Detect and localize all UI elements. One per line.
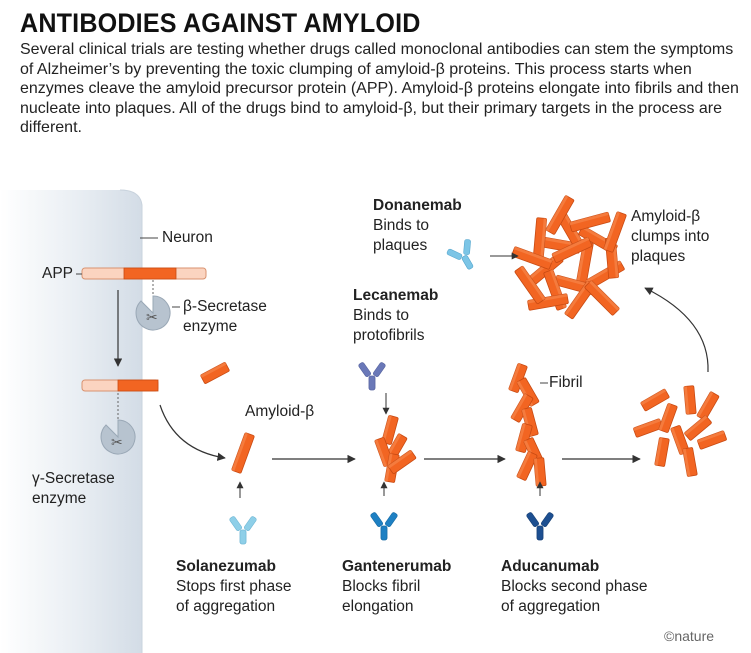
solanezumab-antibody-icon xyxy=(228,515,258,545)
beta-secretase-enzyme: ✂ xyxy=(135,280,171,331)
intro-paragraph: Several clinical trials are testing whet… xyxy=(20,41,739,137)
page-title: ANTIBODIES AGAINST AMYLOID xyxy=(20,8,421,38)
donanemab-label: Donanemab Binds to plaques xyxy=(373,197,462,254)
neuron-membrane xyxy=(0,189,143,653)
solanezumab-label: Solanezumab Stops first phase of aggrega… xyxy=(176,558,292,615)
gamma-secretase-label: γ-Secretase enzyme xyxy=(32,470,115,507)
fibril-aggregate xyxy=(632,385,728,478)
cleaved-app xyxy=(81,379,159,392)
svg-text:✂: ✂ xyxy=(111,435,123,451)
fibril xyxy=(508,362,547,487)
app-protein xyxy=(81,267,207,280)
clumps-label: Amyloid-β clumps into plaques xyxy=(631,208,710,265)
neuron-label: Neuron xyxy=(162,229,213,246)
app-label: APP xyxy=(42,265,74,282)
arrow-to-plaque xyxy=(644,287,709,373)
released-fragment xyxy=(199,361,231,385)
gantenerumab-label: Gantenerumab Blocks fibril elongation xyxy=(342,558,452,615)
beta-secretase-label: β-Secretase enzyme xyxy=(183,298,267,335)
lecanemab-label: Lecanemab Binds to protofibrils xyxy=(353,287,439,344)
amyloid-plaque xyxy=(510,194,628,320)
aducanumab-antibody-icon xyxy=(525,511,555,541)
protofibril xyxy=(374,414,417,484)
svg-text:✂: ✂ xyxy=(146,310,158,326)
release-arrow xyxy=(159,404,226,461)
amyloid-beta-label: Amyloid-β xyxy=(245,403,315,420)
credit-logo: ©nature xyxy=(664,628,715,644)
aducanumab-label: Aducanumab Blocks second phase of aggreg… xyxy=(501,558,648,615)
gamma-secretase-enzyme: ✂ xyxy=(100,393,136,455)
fibril-label: Fibril xyxy=(549,374,583,391)
gantenerumab-antibody-icon xyxy=(369,511,399,541)
amyloid-beta-monomer xyxy=(230,431,256,475)
lecanemab-antibody-icon xyxy=(357,361,387,391)
